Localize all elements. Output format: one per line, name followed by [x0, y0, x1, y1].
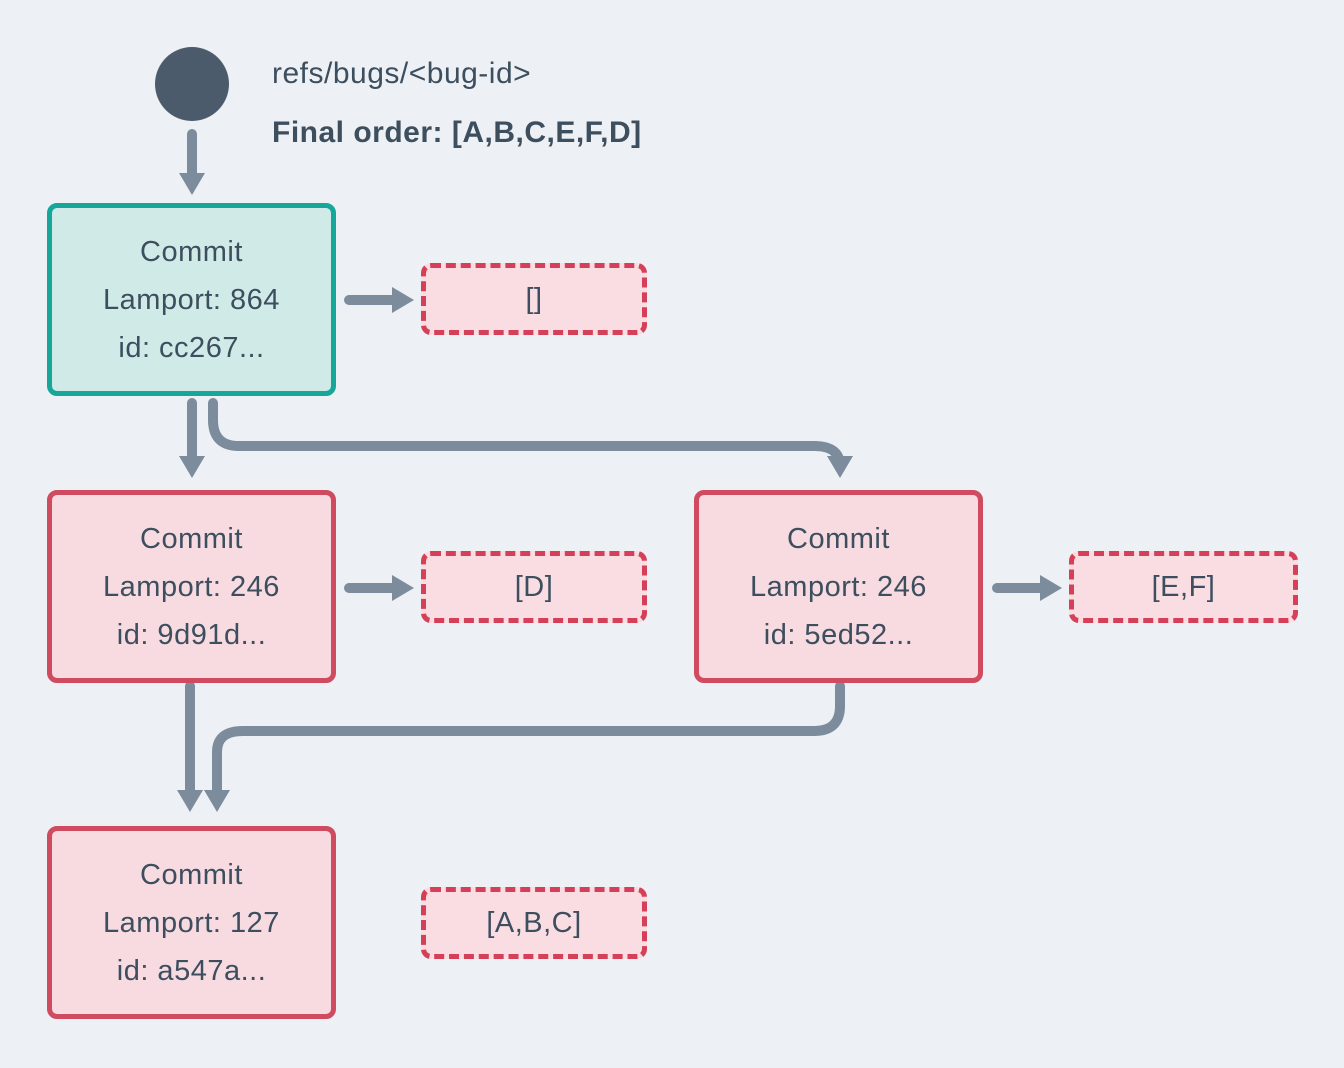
message-list-empty: [] [421, 263, 647, 335]
commit-lamport: Lamport: 127 [103, 906, 280, 939]
commit-id: id: a547a... [116, 954, 267, 987]
commit-lamport: Lamport: 246 [750, 570, 927, 603]
branch-ref-node [155, 47, 229, 121]
message-list-d: [D] [421, 551, 647, 623]
commit-lamport: Lamport: 864 [103, 283, 280, 316]
commit-node-cc267: Commit Lamport: 864 id: cc267... [47, 203, 336, 396]
commit-title: Commit [140, 858, 243, 891]
commit-node-5ed52: Commit Lamport: 246 id: 5ed52... [694, 490, 983, 683]
commit-node-9d91d: Commit Lamport: 246 id: 9d91d... [47, 490, 336, 683]
commit-id: id: 9d91d... [116, 618, 267, 651]
commit-id: id: 5ed52... [763, 618, 914, 651]
commit-node-a547a: Commit Lamport: 127 id: a547a... [47, 826, 336, 1019]
message-list-value: [A,B,C] [486, 906, 582, 939]
message-list-value: [E,F] [1151, 570, 1216, 603]
commit-lamport: Lamport: 246 [103, 570, 280, 603]
message-list-value: [] [525, 282, 543, 315]
commit-title: Commit [787, 522, 890, 555]
message-list-ef: [E,F] [1069, 551, 1298, 623]
commit-title: Commit [140, 522, 243, 555]
edge-5ed52-to-commit-a547a [204, 681, 845, 812]
message-list-value: [D] [514, 570, 554, 603]
commit-title: Commit [140, 235, 243, 268]
edge-head-to-commit-5ed52 [208, 398, 853, 478]
message-list-abc: [A,B,C] [421, 887, 647, 959]
commit-id: id: cc267... [118, 331, 265, 364]
branch-ref-label: refs/bugs/<bug-id> [272, 57, 532, 90]
final-order-label: Final order: [A,B,C,E,F,D] [272, 116, 642, 149]
